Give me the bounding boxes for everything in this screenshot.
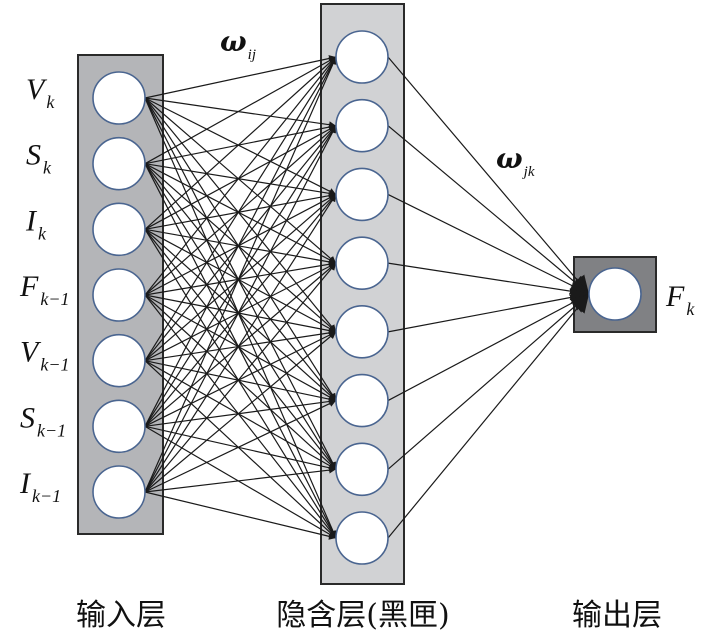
input-node-5 (92, 399, 146, 454)
input-node-3 (92, 268, 146, 322)
output-layer-caption: 输出层 (572, 598, 662, 633)
edge-input-5-hidden-1 (144, 125, 337, 427)
edge-input-6-hidden-5 (144, 400, 337, 493)
edge-input-2-hidden-5 (144, 228, 337, 402)
input-node-2 (92, 202, 146, 257)
edge-input-4-hidden-1 (144, 125, 337, 362)
edge-input-0-hidden-3 (144, 97, 337, 264)
edge-input-6-hidden-2 (144, 194, 337, 493)
edge-input-0-hidden-6 (144, 97, 337, 470)
input-node-1 (92, 136, 146, 191)
edge-input-0-hidden-2 (144, 97, 337, 195)
input-node-0 (92, 71, 146, 125)
edge-input-0-hidden-7 (144, 97, 337, 539)
edge-input-2-hidden-2 (144, 192, 337, 230)
hidden-node-6 (335, 442, 389, 497)
edge-input-1-hidden-6 (144, 163, 337, 470)
input-hidden-edges (144, 55, 337, 540)
edge-input-3-hidden-3 (144, 260, 337, 296)
edge-input-4-hidden-5 (144, 360, 337, 403)
weight-label-jk: ωjk (496, 142, 535, 180)
edge-hidden-7-output-0 (387, 293, 590, 539)
edge-input-1-hidden-2 (144, 163, 337, 197)
hidden-node-7 (335, 511, 389, 565)
edge-hidden-5-output-0 (387, 293, 590, 402)
edge-hidden-3-output-0 (387, 262, 590, 301)
edge-input-6-hidden-4 (144, 331, 337, 493)
edge-input-3-hidden-0 (144, 56, 337, 296)
output-node-0 (588, 267, 642, 321)
edge-input-5-hidden-3 (144, 262, 337, 427)
edge-input-1-hidden-5 (144, 163, 337, 401)
edge-input-1-hidden-7 (144, 163, 337, 539)
edge-input-5-hidden-7 (144, 425, 337, 539)
hidden-node-3 (335, 236, 389, 290)
edge-input-2-hidden-3 (144, 228, 337, 266)
edge-input-6-hidden-7 (144, 491, 337, 540)
edge-input-0-hidden-1 (144, 97, 337, 129)
edge-input-6-hidden-0 (144, 56, 337, 493)
edge-input-0-hidden-4 (144, 97, 337, 333)
edge-input-6-hidden-6 (144, 466, 337, 493)
edge-input-6-hidden-1 (144, 125, 337, 493)
edge-input-2-hidden-4 (144, 228, 337, 333)
edge-input-3-hidden-2 (144, 193, 337, 296)
edge-input-4-hidden-6 (144, 360, 337, 470)
edge-input-3-hidden-7 (144, 294, 337, 539)
input-node-6 (92, 465, 146, 519)
edge-input-5-hidden-2 (144, 194, 337, 427)
edge-hidden-1-output-0 (387, 125, 590, 295)
hidden-output-edges (387, 56, 590, 539)
edge-input-3-hidden-6 (144, 294, 337, 470)
edge-input-5-hidden-4 (144, 331, 337, 427)
edge-input-5-hidden-5 (144, 398, 337, 427)
edge-input-1-hidden-0 (144, 56, 337, 165)
edge-input-4-hidden-0 (144, 56, 337, 361)
edge-hidden-0-output-0 (387, 56, 590, 295)
hidden-node-1 (335, 98, 389, 153)
edge-input-4-hidden-7 (144, 360, 337, 539)
edge-input-0-hidden-5 (144, 97, 337, 401)
edge-input-2-hidden-6 (144, 228, 337, 470)
edge-input-4-hidden-2 (144, 193, 337, 362)
hidden-layer-caption: 隐含层(黑匣) (276, 598, 449, 633)
edge-input-6-hidden-3 (144, 262, 337, 493)
edge-input-5-hidden-6 (144, 425, 337, 472)
edge-input-1-hidden-1 (144, 123, 337, 165)
edge-hidden-4-output-0 (387, 288, 590, 333)
edge-hidden-6-output-0 (387, 293, 590, 470)
edge-input-4-hidden-3 (144, 262, 337, 362)
input-layer-caption: 输入层 (76, 598, 166, 633)
edge-hidden-2-output-0 (387, 193, 590, 295)
edge-input-2-hidden-1 (144, 125, 337, 230)
edge-input-3-hidden-4 (144, 294, 337, 334)
edge-input-3-hidden-1 (144, 125, 337, 296)
hidden-node-5 (335, 373, 389, 428)
edge-input-5-hidden-0 (144, 56, 337, 427)
hidden-node-4 (335, 305, 389, 359)
edge-input-2-hidden-7 (144, 229, 337, 539)
edge-input-2-hidden-0 (144, 56, 337, 230)
nodes (92, 30, 642, 565)
edge-input-0-hidden-0 (144, 55, 337, 99)
edge-input-4-hidden-4 (144, 329, 337, 362)
edge-input-1-hidden-3 (144, 163, 337, 264)
hidden-layer-box (320, 3, 405, 585)
weight-label-ij: ωij (220, 25, 256, 63)
hidden-node-0 (335, 30, 389, 84)
edge-input-1-hidden-4 (144, 163, 337, 333)
edge-input-3-hidden-5 (144, 294, 337, 402)
input-node-4 (92, 333, 146, 388)
hidden-node-2 (335, 167, 389, 222)
